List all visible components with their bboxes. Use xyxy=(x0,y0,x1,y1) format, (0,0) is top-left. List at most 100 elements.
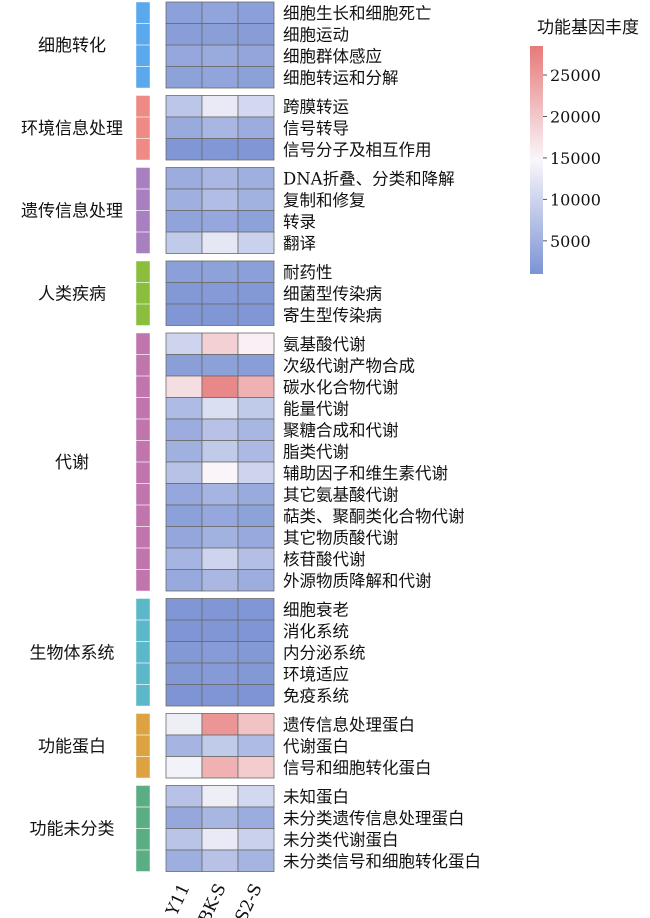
heatmap-cell xyxy=(165,828,203,851)
stripe-segment xyxy=(135,569,151,592)
heatmap-cell xyxy=(237,231,275,254)
row-label: 次级代谢产物合成 xyxy=(283,356,415,375)
column-label: BS2-S xyxy=(226,881,266,918)
heatmap-cell xyxy=(237,210,275,233)
heatmap-cell xyxy=(237,684,275,707)
group-stripe xyxy=(136,713,150,778)
heatmap-cell xyxy=(201,303,239,326)
legend-tick-label: 5000 xyxy=(550,232,591,251)
heatmap-cell xyxy=(165,785,203,808)
heatmap-cell xyxy=(237,138,275,161)
heatmap-cell xyxy=(201,167,239,190)
heatmap-cell xyxy=(165,734,203,757)
group-stripe xyxy=(136,261,150,326)
heatmap-cell xyxy=(237,44,275,67)
heatmap-cell xyxy=(165,282,203,305)
stripe-segment xyxy=(135,66,151,89)
heatmap-cell xyxy=(201,1,239,24)
heatmap-cell xyxy=(165,66,203,89)
group-label: 功能蛋白 xyxy=(38,737,106,757)
heatmap-cell xyxy=(237,598,275,621)
row-label: 萜类、聚酮类化合物代谢 xyxy=(283,507,465,526)
row-label: 碳水化合物代谢 xyxy=(283,378,399,397)
row-label: 脂类代谢 xyxy=(283,442,349,461)
row-labels: 细胞生长和细胞死亡细胞运动细胞群体感应细胞转运和分解跨膜转运信号转导信号分子及相… xyxy=(283,4,481,871)
heatmap-cell xyxy=(237,756,275,779)
heatmap-cell xyxy=(201,504,239,527)
heatmap-cell xyxy=(165,569,203,592)
heatmap-cell xyxy=(165,95,203,118)
row-label: 信号转导 xyxy=(283,119,349,138)
heatmap-cell xyxy=(165,547,203,570)
heatmap-cell xyxy=(201,116,239,139)
group-label: 功能未分类 xyxy=(30,820,115,840)
heatmap-cell xyxy=(165,116,203,139)
heatmap-cell xyxy=(201,547,239,570)
heatmap-cell xyxy=(237,23,275,46)
heatmap-cell xyxy=(201,138,239,161)
heatmap-cell xyxy=(237,167,275,190)
heatmap-cell xyxy=(237,260,275,283)
legend-tick-label: 15000 xyxy=(550,149,601,168)
group-label: 遗传信息处理 xyxy=(21,202,123,222)
heatmap-cell xyxy=(237,1,275,24)
heatmap-cell xyxy=(201,354,239,377)
heatmap-cell xyxy=(237,849,275,872)
column-label: BK-S xyxy=(195,881,231,918)
row-label: 翻译 xyxy=(283,234,317,253)
heatmap-cell xyxy=(201,483,239,506)
heatmap-cell xyxy=(237,619,275,642)
heatmap-cell xyxy=(237,66,275,89)
heatmap-cell xyxy=(237,375,275,398)
row-label: 跨膜转运 xyxy=(283,97,349,116)
heatmap-cell xyxy=(165,641,203,664)
heatmap-cell xyxy=(201,23,239,46)
heatmap-cell xyxy=(165,806,203,829)
heatmap-cell xyxy=(201,806,239,829)
heatmap-cell xyxy=(165,332,203,355)
row-label: 代谢蛋白 xyxy=(283,737,349,756)
heatmap-cell xyxy=(165,375,203,398)
heatmap-cell xyxy=(237,188,275,211)
heatmap-cell xyxy=(201,231,239,254)
stripe-segment xyxy=(135,849,151,872)
row-label: 聚糖合成和代谢 xyxy=(283,421,399,440)
heatmap-cell xyxy=(201,188,239,211)
group-label: 细胞转化 xyxy=(38,36,106,56)
heatmap-cell xyxy=(165,1,203,24)
heatmap-cell xyxy=(165,483,203,506)
row-label: 消化系统 xyxy=(283,622,349,641)
row-label: 核苷酸代谢 xyxy=(283,550,366,569)
heatmap-cell xyxy=(201,785,239,808)
heatmap-cell xyxy=(201,332,239,355)
heatmap-cell xyxy=(237,397,275,420)
heatmap-cell xyxy=(237,354,275,377)
row-label: 其它氨基酸代谢 xyxy=(283,485,399,504)
heatmap-cells xyxy=(165,1,275,872)
heatmap-cell xyxy=(237,713,275,736)
heatmap-cell xyxy=(165,713,203,736)
stripe-segment xyxy=(135,231,151,254)
heatmap-cell xyxy=(165,440,203,463)
heatmap-cell xyxy=(201,849,239,872)
heatmap-cell xyxy=(165,138,203,161)
heatmap-cell xyxy=(237,418,275,441)
group-stripe xyxy=(136,598,150,706)
heatmap-cell xyxy=(237,504,275,527)
heatmap-cell xyxy=(201,418,239,441)
row-label: 未分类代谢蛋白 xyxy=(283,830,399,849)
heatmap-cell xyxy=(201,95,239,118)
row-label: 环境适应 xyxy=(283,665,349,684)
heatmap-cell xyxy=(201,66,239,89)
heatmap-cell xyxy=(165,756,203,779)
heatmap-cell xyxy=(165,526,203,549)
stripe-segment xyxy=(135,303,151,326)
row-label: 氨基酸代谢 xyxy=(283,335,366,354)
group-label: 人类疾病 xyxy=(38,284,106,304)
row-label: 耐药性 xyxy=(283,263,333,282)
legend-title: 功能基因丰度 xyxy=(537,18,639,38)
row-label: 外源物质降解和代谢 xyxy=(283,571,432,590)
heatmap-cell xyxy=(201,44,239,67)
